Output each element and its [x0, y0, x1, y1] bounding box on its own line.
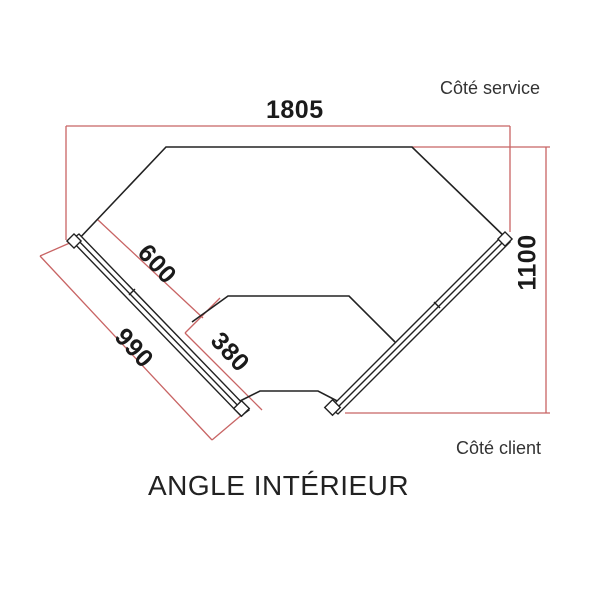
dim-line-outer-side — [39, 255, 213, 441]
rails — [65, 230, 514, 418]
left-rail-joint — [128, 288, 136, 296]
left-rail-center — [74, 236, 246, 414]
inner-bottom-contour — [237, 390, 346, 406]
dimension-lines — [39, 125, 550, 441]
outer-contour — [75, 146, 509, 243]
right-rail-center — [333, 238, 507, 412]
left-rail-end-top — [65, 232, 83, 250]
dim-line-inner-long — [96, 218, 204, 319]
dim-ext-outer-bottom — [211, 412, 245, 441]
right-rail-joint — [433, 301, 441, 309]
right-rail-end-bottom — [323, 398, 342, 417]
dim-width-label: 1805 — [266, 96, 324, 124]
right-rail-end-top — [496, 230, 514, 248]
dim-ext-outer-top — [39, 241, 73, 257]
service-side-label: Côté service — [440, 78, 541, 98]
unit-outline — [75, 146, 509, 406]
client-side-label: Côté client — [456, 438, 542, 458]
left-rail-end-bottom — [232, 399, 251, 418]
dim-depth-label: 1100 — [513, 234, 542, 291]
inner-upper-contour — [191, 295, 396, 343]
dim-ext-inner-short — [184, 297, 221, 334]
diagram-title: ANGLE INTÉRIEUR — [148, 470, 410, 501]
